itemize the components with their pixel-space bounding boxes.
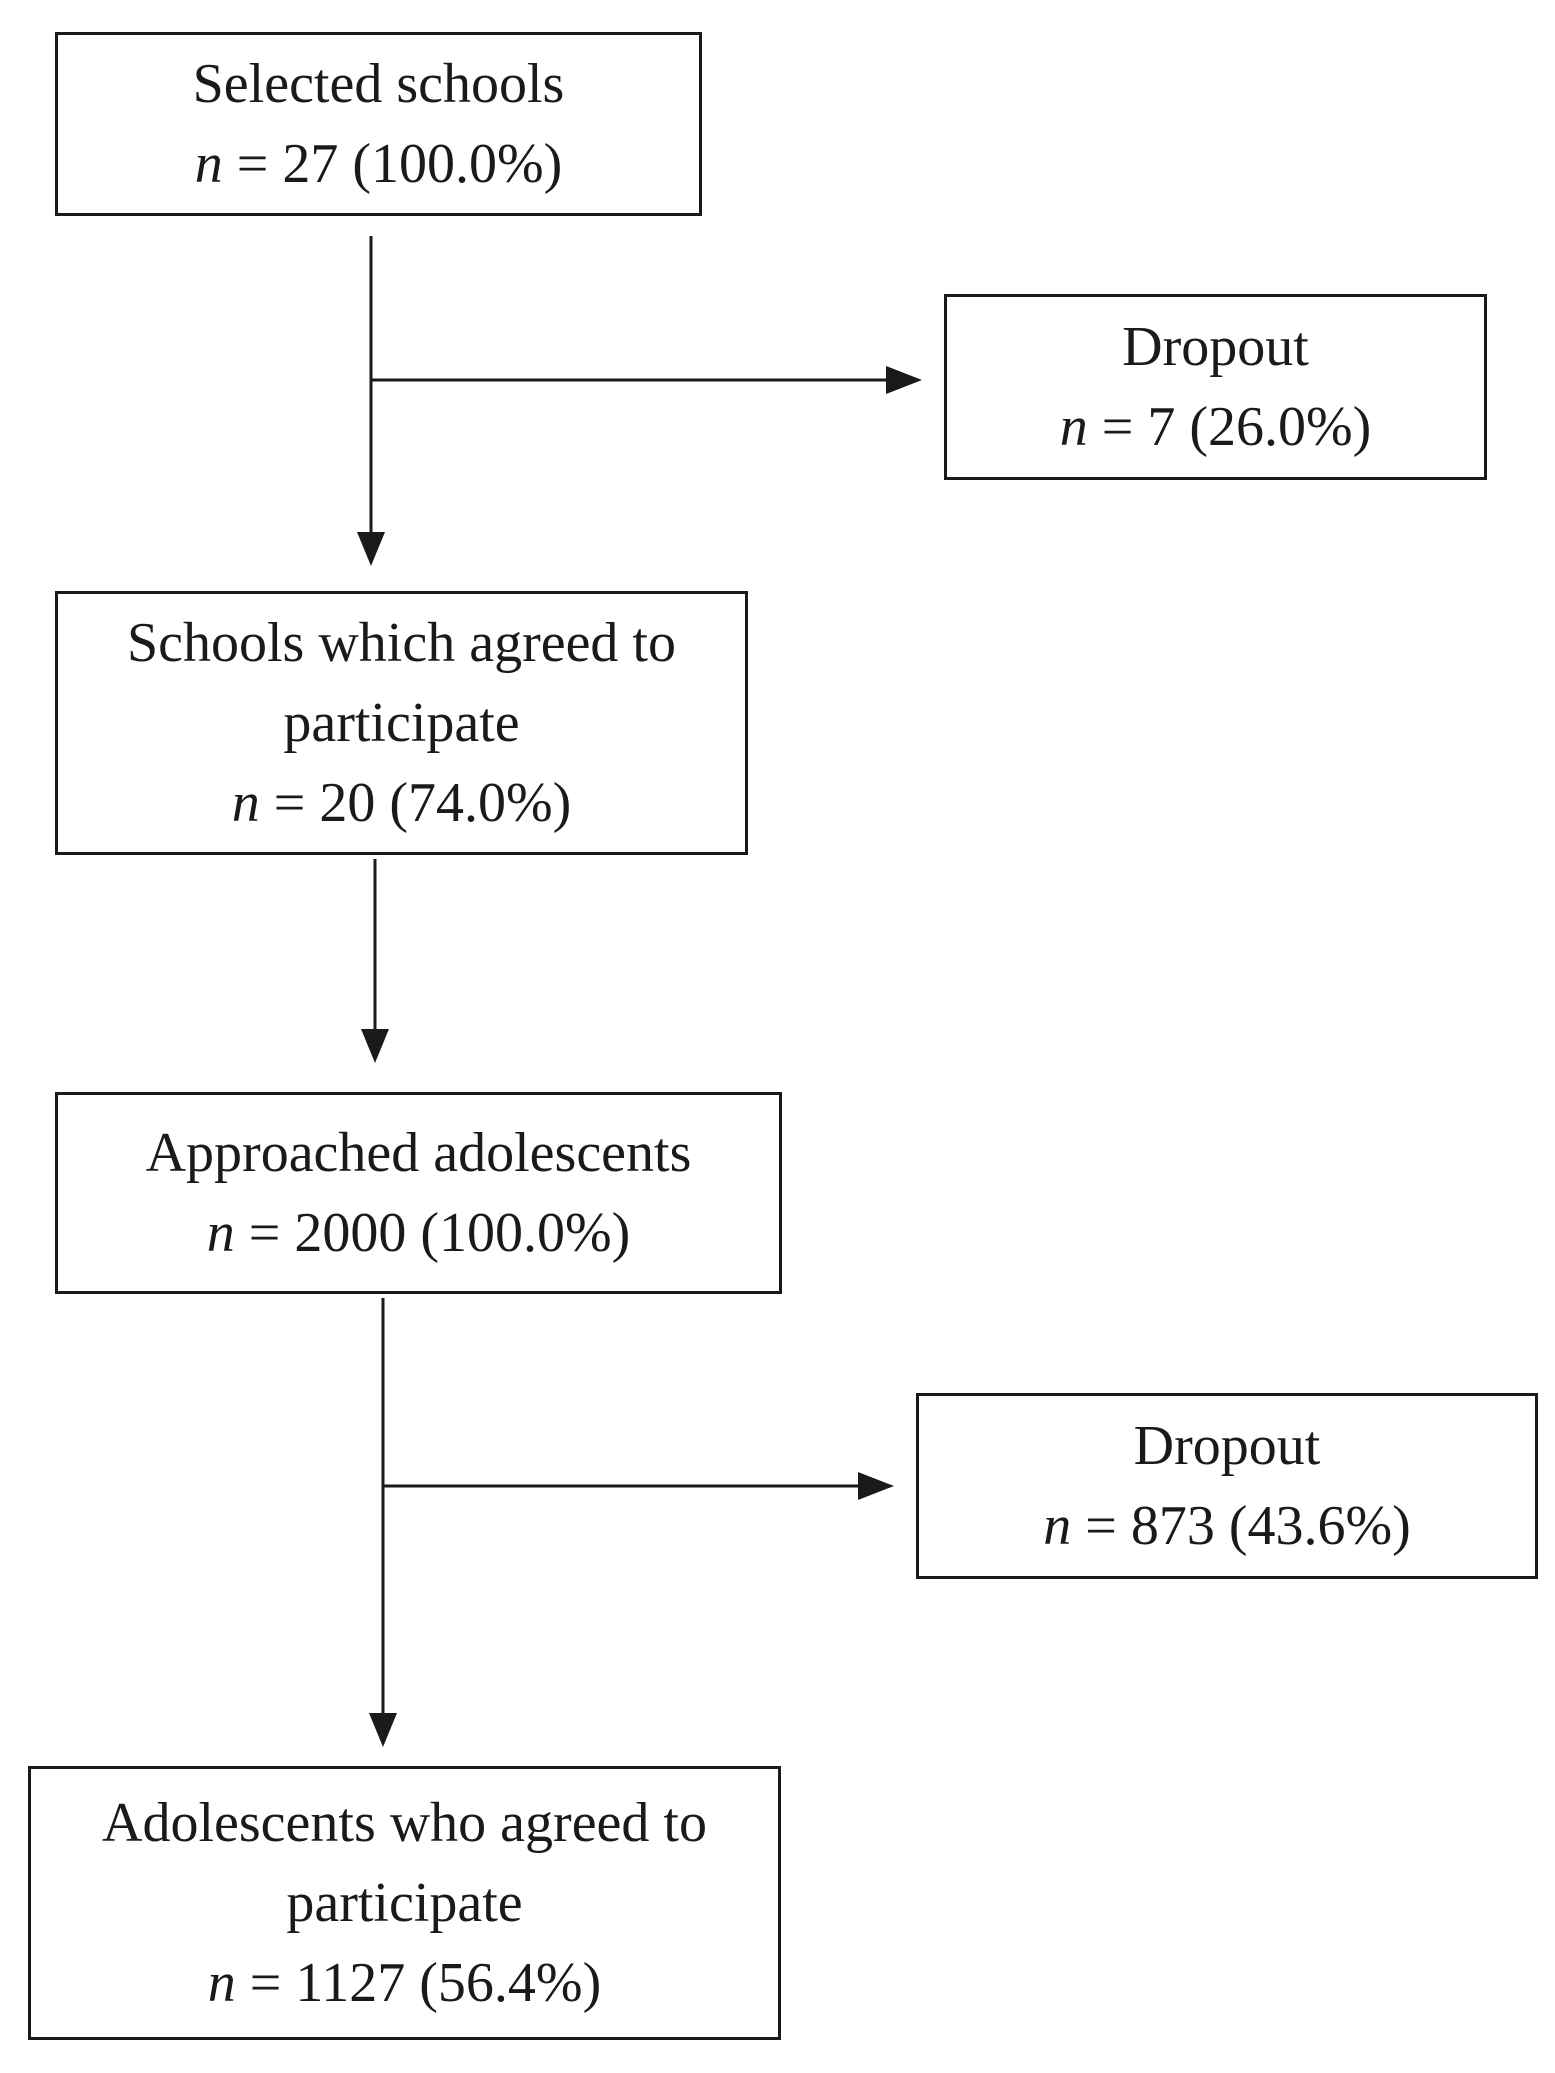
node-dropout-schools: Dropout n = 7 (26.0%) bbox=[944, 294, 1487, 480]
n-symbol: n bbox=[231, 772, 260, 834]
node-count: n = 873 (43.6%) bbox=[1043, 1486, 1411, 1566]
n-symbol: n bbox=[1043, 1495, 1072, 1557]
node-adolescents-agreed: Adolescents who agreed to participate n … bbox=[28, 1766, 781, 2040]
arrowhead-selected-to-agreed bbox=[357, 532, 385, 566]
node-label-line2: participate bbox=[283, 692, 520, 754]
node-schools-agreed: Schools which agreed to participate n = … bbox=[55, 591, 748, 855]
node-label: Selected schools bbox=[192, 53, 565, 115]
count-value: = 1127 (56.4%) bbox=[249, 1952, 602, 2014]
node-count: n = 1127 (56.4%) bbox=[208, 1943, 601, 2023]
node-label-line1: Schools which agreed to bbox=[127, 612, 676, 674]
n-symbol: n bbox=[206, 1202, 235, 1264]
node-count: n = 27 (100.0%) bbox=[195, 124, 563, 204]
node-selected-schools: Selected schools n = 27 (100.0%) bbox=[55, 32, 702, 216]
node-count: n = 7 (26.0%) bbox=[1060, 387, 1372, 467]
node-dropout-adolescents: Dropout n = 873 (43.6%) bbox=[916, 1393, 1538, 1579]
node-label: Dropout bbox=[1133, 1415, 1321, 1477]
count-value: = 27 (100.0%) bbox=[236, 133, 563, 195]
n-symbol: n bbox=[194, 133, 223, 195]
arrowhead-agreed-to-approached bbox=[361, 1029, 389, 1063]
n-symbol: n bbox=[1059, 396, 1088, 458]
node-label-line1: Adolescents who agreed to bbox=[102, 1792, 707, 1854]
n-symbol: n bbox=[207, 1952, 236, 2014]
count-value: = 873 (43.6%) bbox=[1085, 1495, 1411, 1557]
count-value: = 2000 (100.0%) bbox=[248, 1202, 631, 1264]
node-count: n = 2000 (100.0%) bbox=[207, 1193, 631, 1273]
node-label-line2: participate bbox=[286, 1872, 523, 1934]
node-label: Dropout bbox=[1122, 316, 1309, 378]
arrowhead-selected-to-dropout bbox=[886, 366, 922, 394]
node-approached-adolescents: Approached adolescents n = 2000 (100.0%) bbox=[55, 1092, 782, 1294]
count-value: = 20 (74.0%) bbox=[273, 772, 572, 834]
count-value: = 7 (26.0%) bbox=[1101, 396, 1372, 458]
arrowhead-approached-to-final bbox=[369, 1713, 397, 1747]
node-count: n = 20 (74.0%) bbox=[232, 763, 572, 843]
arrowhead-approached-to-dropout bbox=[858, 1472, 894, 1500]
node-label: Approached adolescents bbox=[145, 1122, 692, 1184]
